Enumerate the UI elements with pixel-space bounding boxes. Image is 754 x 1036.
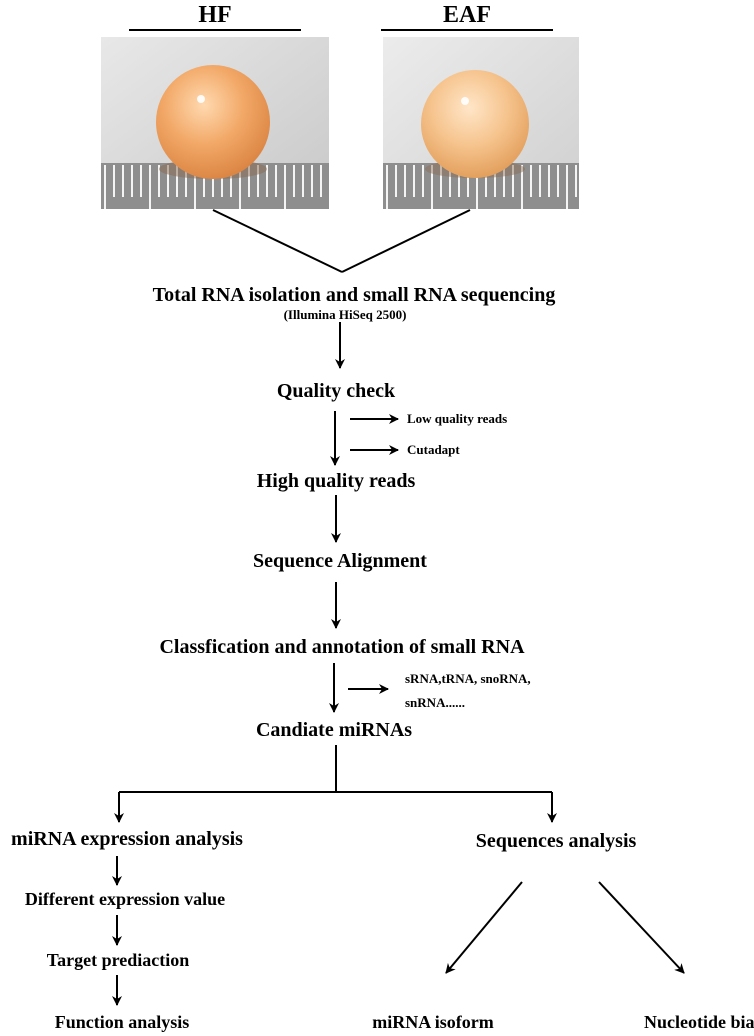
branch-target-prediction: Target prediaction: [46, 950, 190, 970]
step-candidate-mirnas: Candiate miRNAs: [255, 719, 413, 741]
branch-sequences-analysis: Sequences analysis: [475, 830, 637, 852]
branch-nucleotide-bias: Nucleotide bia: [644, 1012, 754, 1032]
branch-expression-analysis: miRNA expression analysis: [11, 828, 243, 850]
side-cutadapt: Cutadapt: [407, 442, 460, 457]
step-high-quality: High quality reads: [256, 470, 416, 492]
step-rna-isolation: Total RNA isolation and small RNA sequen…: [152, 284, 556, 306]
header-eaf: EAF: [443, 2, 491, 28]
branch-function-analysis: Function analysis: [54, 1012, 190, 1032]
step-alignment: Sequence Alignment: [253, 550, 427, 572]
step-quality-check: Quality check: [276, 380, 396, 402]
merge-line-right: [341, 209, 471, 273]
step-classification: Classfication and annotation of small RN…: [159, 636, 525, 658]
branch-different-expression: Different expression value: [24, 889, 226, 909]
eaf-sample-photo: [383, 37, 579, 209]
merge-line-left: [212, 209, 343, 273]
header-hf: HF: [198, 2, 232, 28]
step-rna-isolation-sub: (Illumina HiSeq 2500): [283, 307, 407, 322]
arrow-to-nucleotide: [598, 881, 685, 974]
hf-sample-image: [101, 37, 329, 209]
side-other-rnas-1: sRNA,tRNA, snoRNA,: [405, 671, 531, 686]
side-other-rnas-2: snRNA......: [405, 695, 465, 710]
side-low-quality: Low quality reads: [407, 411, 508, 426]
arrow-to-isoform: [445, 881, 523, 974]
eaf-sample-image: [383, 37, 579, 209]
hf-sample-photo: [101, 37, 329, 209]
branch-mirna-isoform: miRNA isoform: [372, 1012, 494, 1032]
